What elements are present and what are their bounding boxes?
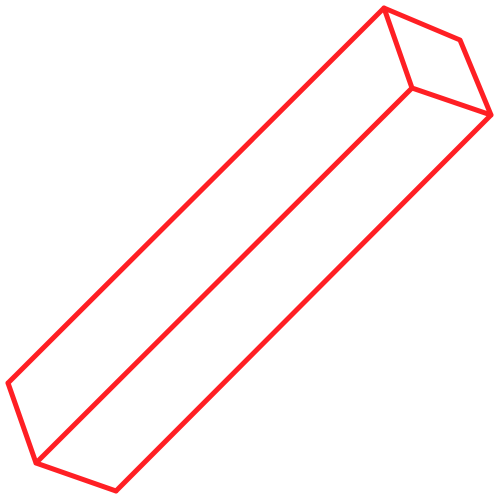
prism-long-edge-bottom [113, 112, 494, 494]
prism-long-edge-front [33, 85, 415, 466]
prism-wireframe [5, 5, 494, 494]
prism-long-edge-back [5, 5, 387, 386]
